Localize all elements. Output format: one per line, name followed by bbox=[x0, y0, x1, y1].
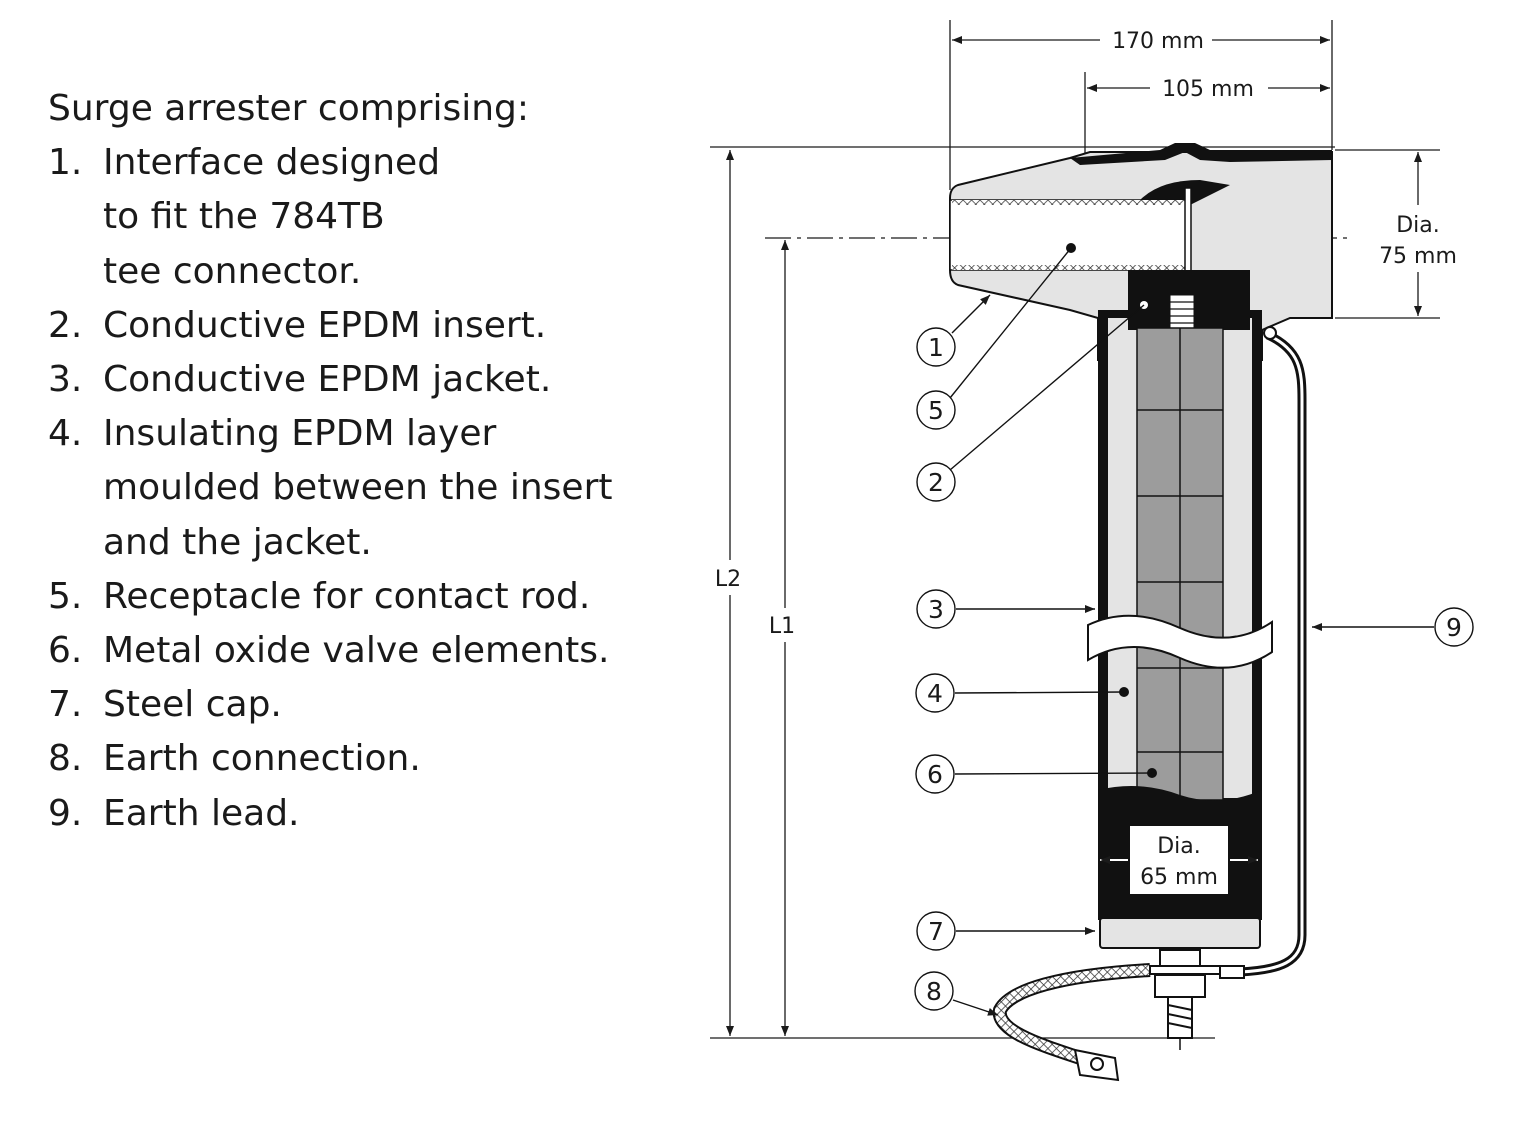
svg-text:9: 9 bbox=[1446, 613, 1462, 642]
dimension-dia-top-label: Dia. bbox=[1396, 213, 1440, 238]
legend-item: 7.Steel cap. bbox=[48, 684, 282, 726]
legend-item: 8.Earth connection. bbox=[48, 738, 421, 780]
legend-item-line: to fit the 784TB bbox=[103, 196, 385, 238]
dimension-l1: L1 bbox=[769, 614, 795, 639]
svg-text:2: 2 bbox=[928, 468, 944, 497]
callout-7: 7 bbox=[916, 911, 956, 951]
dimension-lines bbox=[710, 20, 1440, 1039]
dimension-dia-top-value: 75 mm bbox=[1379, 244, 1457, 269]
callout-3: 3 bbox=[916, 589, 956, 629]
legend-item: 9.Earth lead. bbox=[48, 792, 300, 834]
legend-title: Surge arrester comprising: bbox=[48, 88, 530, 129]
arrester-body bbox=[1087, 270, 1277, 1050]
earth-connection bbox=[992, 949, 1245, 1082]
svg-text:6: 6 bbox=[927, 760, 943, 789]
dimension-dia-body-label: Dia. bbox=[1157, 834, 1201, 859]
svg-text:1: 1 bbox=[928, 333, 944, 362]
steel-cap bbox=[1099, 917, 1261, 949]
svg-text:8: 8 bbox=[926, 977, 942, 1006]
legend-item: 3.Conductive EPDM jacket. bbox=[48, 359, 552, 401]
callout-6: 6 bbox=[915, 754, 955, 794]
leader-lines bbox=[949, 247, 1434, 1016]
dimension-l2: L2 bbox=[715, 567, 741, 592]
parts-legend: Surge arrester comprising: 1.Interface d… bbox=[48, 82, 612, 841]
callout-1: 1 bbox=[916, 327, 956, 367]
dimension-105mm: 105 mm bbox=[1162, 77, 1254, 102]
callout-8: 8 bbox=[914, 971, 954, 1011]
legend-item: 4.Insulating EPDM layer bbox=[48, 413, 497, 455]
callout-5: 5 bbox=[916, 390, 956, 430]
svg-text:5: 5 bbox=[928, 396, 944, 425]
legend-item: 6.Metal oxide valve elements. bbox=[48, 630, 610, 672]
dimension-dia-body-value: 65 mm bbox=[1140, 865, 1218, 890]
dimension-170mm: 170 mm bbox=[1112, 29, 1204, 54]
legend-item-line: and the jacket. bbox=[103, 521, 372, 563]
svg-text:4: 4 bbox=[927, 679, 943, 708]
svg-text:7: 7 bbox=[928, 917, 944, 946]
svg-text:3: 3 bbox=[928, 595, 944, 624]
legend-item: 2.Conductive EPDM insert. bbox=[48, 304, 547, 346]
callout-9: 9 bbox=[1434, 607, 1474, 647]
legend-item-line: moulded between the insert bbox=[103, 467, 613, 509]
legend-item: 5.Receptacle for contact rod. bbox=[48, 575, 591, 617]
callout-4: 4 bbox=[915, 673, 955, 713]
legend-item-line: tee connector. bbox=[103, 250, 362, 292]
callout-2: 2 bbox=[916, 462, 956, 502]
legend-item: 1.Interface designed bbox=[48, 142, 441, 184]
